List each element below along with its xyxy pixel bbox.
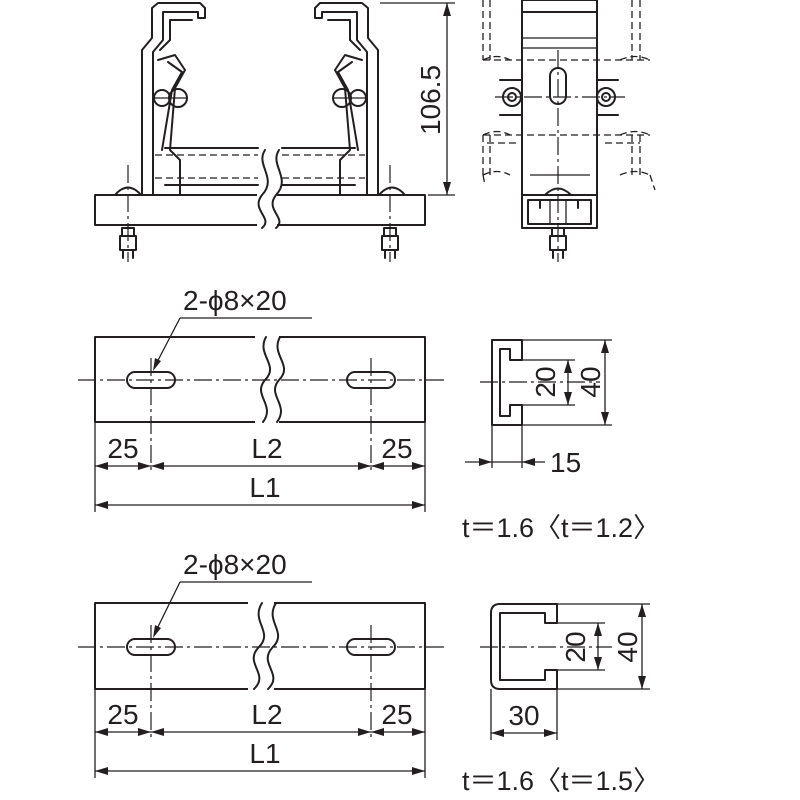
plate-2-dim-mid: L2 <box>251 699 282 730</box>
height-dimension-label: 106.5 <box>415 65 446 135</box>
plate-1-dim-right: 25 <box>381 433 412 464</box>
section-2-thickness: t＝1.6〈t＝1.5〉 <box>462 766 660 796</box>
plate-1-dim-mid: L2 <box>251 433 282 464</box>
plate-2-hole-callout: 2-ϕ8×20 <box>183 549 287 580</box>
front-elevation-view <box>94 2 455 262</box>
plate-2-dim-total: L1 <box>249 738 280 769</box>
plate-1-view <box>78 317 445 512</box>
section-1-dim-width: 15 <box>550 447 581 478</box>
section-1-thickness: t＝1.6〈t＝1.2〉 <box>462 513 660 543</box>
plate-2-view <box>78 581 445 778</box>
plate-1-dim-total: L1 <box>249 472 280 503</box>
section-1-dim-height: 40 <box>575 366 606 397</box>
section-1-dim-inner: 20 <box>530 366 561 397</box>
plate-2-dim-right: 25 <box>381 699 412 730</box>
section-2-dim-inner: 20 <box>560 631 591 662</box>
plate-2-dim-left: 25 <box>107 699 138 730</box>
section-2-view <box>480 603 650 740</box>
side-elevation-view <box>482 0 656 262</box>
section-1-view <box>465 339 612 468</box>
section-2-dim-width: 30 <box>508 700 539 731</box>
section-2-dim-height: 40 <box>612 631 643 662</box>
plate-1-dim-left: 25 <box>107 433 138 464</box>
plate-1-hole-callout: 2-ϕ8×20 <box>183 285 287 316</box>
